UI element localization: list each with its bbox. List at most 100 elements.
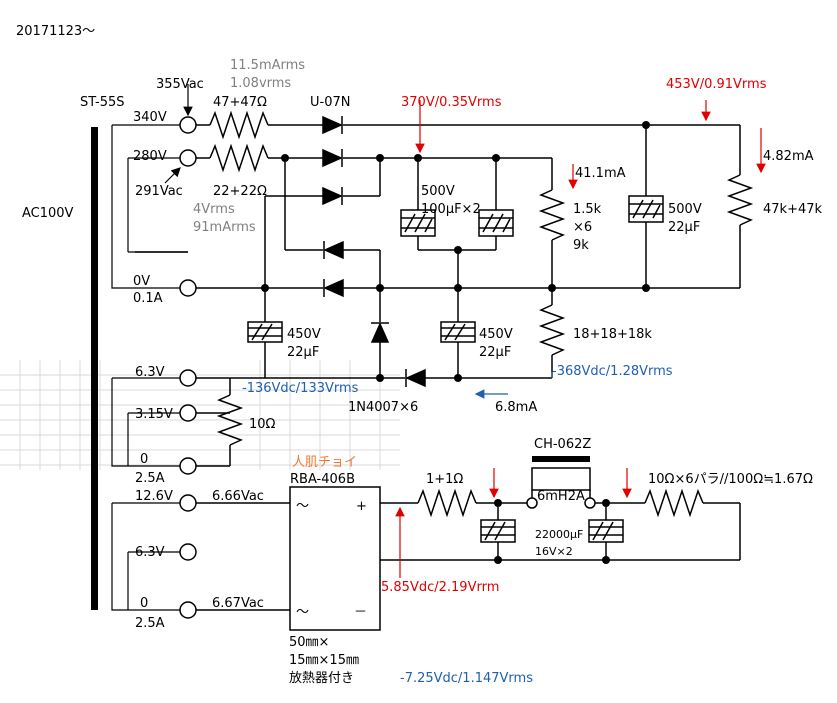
diode-d4	[323, 278, 344, 298]
i-mid: 41.1mA	[575, 166, 626, 181]
r1-meas2: 1.08vrms	[230, 76, 291, 91]
diodes	[322, 115, 426, 388]
cap4-value: 22μF	[479, 345, 511, 360]
junctions	[261, 121, 650, 564]
v-dc2: -7.25Vdc/1.147Vrms	[400, 671, 533, 686]
tap-340v: 340V	[133, 110, 167, 125]
cap-22uf-500v	[628, 195, 664, 223]
heatsink-3: 放熱器付き	[289, 671, 354, 686]
cap1-voltage: 500V	[421, 184, 455, 199]
res-block-c: 9k	[573, 238, 589, 253]
transformer-name: ST-55S	[80, 95, 124, 110]
diode-d5	[370, 322, 390, 343]
r-series-label: 1+1Ω	[426, 472, 463, 487]
v-mid: 370V/0.35Vrms	[401, 95, 502, 110]
bridge-ac2: ～	[296, 605, 309, 620]
background-grid	[0, 360, 400, 470]
terminal-280v	[179, 149, 197, 167]
r-hum-label: 10Ω	[249, 417, 276, 432]
r1-label: 47+47Ω	[213, 95, 267, 110]
tap-current-b: 2.5A	[135, 616, 165, 631]
terminal-0-b	[179, 601, 197, 619]
tap-0v: 0V	[133, 274, 150, 289]
choke-terminals	[526, 497, 596, 509]
r2-label: 22+22Ω	[213, 184, 267, 199]
tap-0-a: 0	[140, 452, 148, 467]
r2-meas1: 4Vrms	[193, 202, 235, 217]
cap5-count: 16V×2	[535, 545, 573, 558]
labels: 20171123～ ST-55S AC100V 340V 280V 0V 0.1…	[16, 24, 823, 686]
tap-current-a: 2.5A	[135, 471, 165, 486]
choke-bar	[532, 456, 590, 462]
note-orange: 人肌チョイ	[292, 455, 357, 470]
r1-meas1: 11.5mArms	[230, 58, 305, 73]
date-label: 20171123～	[16, 24, 95, 39]
choke-label: CH-062Z	[534, 437, 591, 452]
tap-280v: 280V	[133, 149, 167, 164]
meas-355vac: 355Vac	[156, 77, 204, 92]
diode-d1	[322, 148, 343, 168]
v-neg2: -136Vdc/133Vrms	[242, 381, 359, 396]
hv-wiring	[135, 110, 754, 467]
transformer-core	[91, 127, 98, 610]
tap-12-6v: 12.6V	[135, 489, 173, 504]
v-6-67: 6.67Vac	[212, 596, 264, 611]
cap2-value: 22μF	[668, 220, 700, 235]
input-voltage: AC100V	[22, 206, 74, 221]
heatsink-2: 15㎜×15㎜	[289, 653, 359, 668]
terminal-0-a	[179, 457, 197, 475]
bridge-plus: +	[356, 499, 367, 514]
cap3-value: 22μF	[287, 345, 319, 360]
tap-current: 0.1A	[133, 291, 163, 306]
cap-22000uf-a	[480, 519, 516, 543]
choke-spec: 6mH2A	[537, 489, 585, 504]
tap-6-3v-b: 6.3V	[135, 545, 165, 560]
r-load-label: 10Ω×6パラ//100Ω≒1.67Ω	[648, 472, 813, 487]
r-top-label: 47k+47k	[763, 202, 823, 217]
r-neg-label: 18+18+18k	[573, 327, 652, 342]
i-neg: 6.8mA	[495, 400, 537, 415]
diode-top-label: U-07N	[310, 95, 350, 110]
cap2-voltage: 500V	[668, 202, 702, 217]
v-6-66: 6.66Vac	[212, 489, 264, 504]
terminal-6-3v-a	[179, 369, 197, 387]
meas-291vac: 291Vac	[135, 184, 183, 199]
heater-wiring	[196, 467, 741, 631]
cap3-voltage: 450V	[287, 327, 321, 342]
tap-0-b: 0	[140, 596, 148, 611]
heatsink-1: 50㎜×	[289, 635, 329, 650]
v-dc1: 5.85Vdc/2.19Vrrm	[381, 580, 499, 595]
diode-u07n	[322, 115, 343, 135]
terminal-340v	[179, 116, 197, 134]
cap-100uf-b	[478, 209, 514, 237]
cap4-voltage: 450V	[479, 327, 513, 342]
diode-d2	[322, 186, 343, 206]
cap-22uf-450v-b	[440, 321, 476, 343]
bridge-label: RBA-406B	[290, 472, 355, 487]
terminal-12-6v	[179, 494, 197, 512]
v-neg: -368Vdc/1.28Vrms	[552, 364, 673, 379]
terminal-0v	[179, 279, 197, 297]
cap-22000uf-b	[588, 519, 624, 543]
tap-3-15v: 3.15V	[135, 407, 173, 422]
cap1-value: 100μF×2	[421, 202, 481, 217]
bridge-rectifier	[289, 486, 381, 631]
terminal-3-15v	[179, 404, 197, 422]
terminal-6-3v-b	[179, 543, 197, 561]
cap-22uf-450v-a	[247, 321, 283, 343]
diode-d3	[323, 240, 344, 260]
v-top: 453V/0.91Vrms	[666, 77, 767, 92]
terminals	[179, 116, 197, 619]
bridge-minus: －	[354, 605, 367, 620]
diode-d6	[405, 368, 426, 388]
r2-meas2: 91mArms	[193, 220, 256, 235]
tap-6-3v-a: 6.3V	[135, 365, 165, 380]
res-block-b: ×6	[573, 220, 592, 235]
diode-neg-label: 1N4007×6	[348, 400, 418, 415]
cap5-label: 22000μF	[535, 528, 583, 541]
bridge-ac1: ～	[296, 499, 309, 514]
i-top: 4.82mA	[763, 149, 814, 164]
annotation-arrows	[164, 84, 766, 578]
